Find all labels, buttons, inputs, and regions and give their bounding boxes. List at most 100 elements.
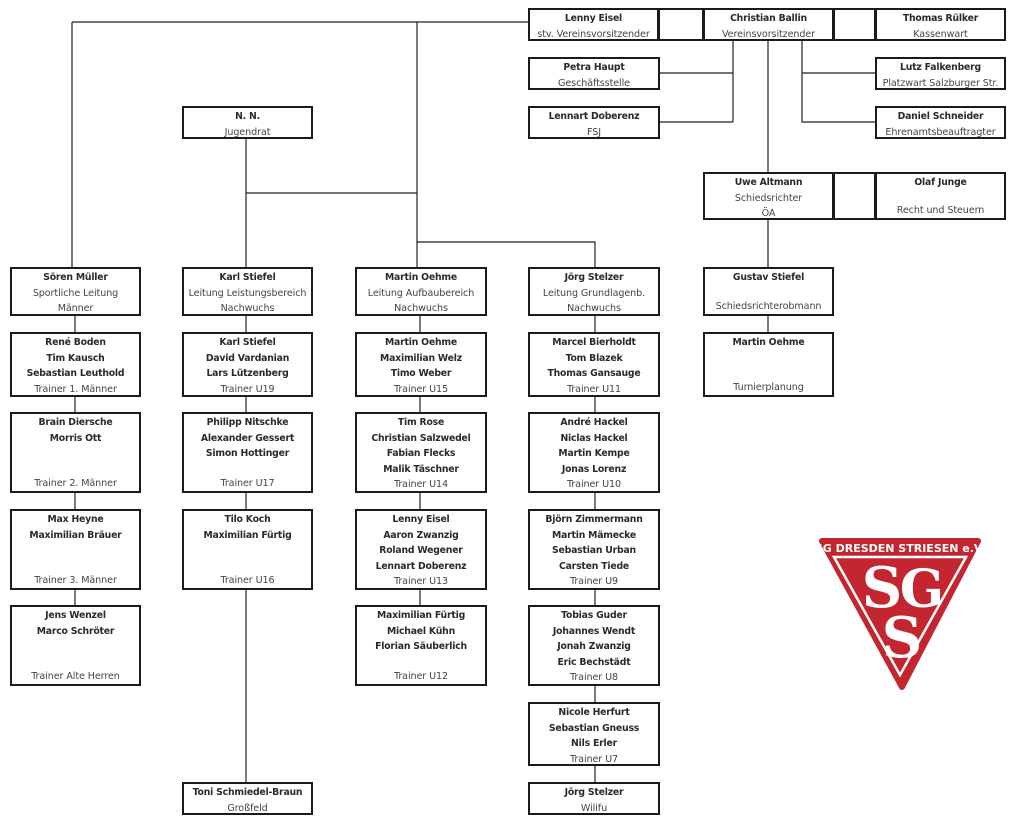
person-name: Martin Oehme <box>384 337 458 348</box>
role-label: Trainer U7 <box>569 753 619 765</box>
person-name: Eric Bechstädt <box>557 656 631 668</box>
role-label: Schiedsrichter <box>734 192 803 204</box>
person-name: Sebastian Gneuss <box>548 722 640 734</box>
role-label: Trainer U15 <box>393 383 449 395</box>
role-label: stv. Vereinsvorsitzender <box>537 28 650 40</box>
person-name: Carsten Tiede <box>558 560 629 572</box>
role-label: Trainer U9 <box>569 576 619 588</box>
role-group: Trainer U10 <box>567 477 621 492</box>
role-group: Geschäftsstelle <box>558 76 630 91</box>
role-label: Trainer U17 <box>220 477 275 489</box>
person-name: Jens Wenzel <box>45 610 106 621</box>
person-name: Tom Blazek <box>565 352 623 364</box>
svg-text:S: S <box>882 605 922 671</box>
role-group: Trainer 3. Männer <box>34 573 117 588</box>
role-group: Trainer U19 <box>220 382 274 397</box>
svg-text:SG DRESDEN STRIESEN e.V.: SG DRESDEN STRIESEN e.V. <box>818 542 982 555</box>
role-label: Leitung Grundlagenb. <box>542 287 646 299</box>
person-name: Maximilian Fürtig <box>203 529 292 541</box>
role-group: Leitung Grundlagenb.Nachwuchs <box>543 286 645 317</box>
person-name: Olaf Junge <box>914 177 967 188</box>
person-name: David Vardanian <box>205 352 290 364</box>
role-label: Nachwuchs <box>220 303 275 314</box>
role-group: Trainer U15 <box>394 382 448 397</box>
person-name: Toni Schmiedel-Braun <box>192 787 303 798</box>
role-group: Platzwart Salzburger Str. <box>883 76 999 91</box>
role-group: Vereinsvorsitzender <box>722 27 815 42</box>
role-label: Trainer U13 <box>393 576 449 588</box>
person-name: Maximilian Welz <box>380 352 462 364</box>
role-label: Vereinsvorsitzender <box>721 28 816 40</box>
role-label: Ehrenamtsbeauftragter <box>885 126 996 138</box>
person-name: Max Heyne <box>47 514 104 525</box>
person-name: Brain Diersche <box>38 417 113 428</box>
person-name: Björn Zimmermann <box>545 514 643 525</box>
person-name: Tim Kausch <box>46 352 105 364</box>
person-name: Lars Lützenberg <box>206 368 289 380</box>
person-name: Daniel Schneider <box>897 111 984 122</box>
empty-cell <box>833 8 876 41</box>
role-label: Trainer U11 <box>566 383 622 395</box>
person-name: Jonas Lorenz <box>561 463 627 475</box>
person-name: Fabian Flecks <box>386 448 456 460</box>
person-name: Sebastian Leuthold <box>26 368 125 380</box>
person-name: Jonah Zwanzig <box>557 641 631 653</box>
person-name: Tobias Guder <box>561 610 627 621</box>
org-box-lenny-top: Lenny Eisel stv. Vereinsvorsitzender <box>528 8 659 41</box>
person-name: Marco Schröter <box>36 625 115 637</box>
person-name: Thomas Rülker <box>902 13 979 24</box>
person-name: Aaron Zwanzig <box>383 529 459 541</box>
role-group: Trainer 2. Männer <box>34 476 117 491</box>
person-name: René Boden <box>45 337 106 348</box>
person-name: Lenny Eisel <box>564 13 623 24</box>
role-label: Trainer U8 <box>569 672 619 684</box>
person-name: Johannes Wendt <box>552 625 636 637</box>
club-logo: SG DRESDEN STRIESEN e.V. S G S <box>818 538 982 690</box>
person-name: Martin Oehme <box>732 337 805 348</box>
role-label: Großfeld <box>227 802 268 814</box>
person-name: André Hackel <box>560 417 628 428</box>
person-name: Jörg Stelzer <box>564 787 624 798</box>
org-box-nn: N. N.Jugendrat <box>182 106 313 139</box>
role-label: ÖA <box>761 208 776 219</box>
person-name: Simon Hottinger <box>205 448 290 460</box>
person-name: Morris Ott <box>49 432 102 444</box>
connector-line <box>660 40 734 123</box>
person-name: Lenny Eisel <box>392 514 450 525</box>
role-label: Turnierplanung <box>733 381 804 393</box>
role-group: Wilifu <box>581 801 607 816</box>
role-label: Trainer Alte Herren <box>31 670 120 682</box>
person-name: Karl Stiefel <box>219 272 276 283</box>
person-name: Marcel Bierholdt <box>552 337 636 348</box>
connector-line <box>801 40 875 123</box>
person-name: Lennart Doberenz <box>548 111 640 122</box>
person-name: Christian Salzwedel <box>371 432 471 444</box>
role-label: Leitung Aufbaubereich <box>367 287 475 299</box>
empty-cell <box>833 172 876 220</box>
role-group: Jugendrat <box>225 125 271 140</box>
person-name: Nils Erler <box>571 738 617 750</box>
empty-cell <box>658 8 704 41</box>
role-label: Recht und Steuern <box>896 204 985 216</box>
role-label: Wilifu <box>580 802 608 814</box>
role-label: Nachwuchs <box>394 303 448 314</box>
person-name: Sören Müller <box>43 272 108 283</box>
role-label: Platzwart Salzburger Str. <box>882 77 999 89</box>
role-group: Trainer U8 <box>570 670 618 685</box>
person-name: Martin Kempe <box>558 448 630 460</box>
